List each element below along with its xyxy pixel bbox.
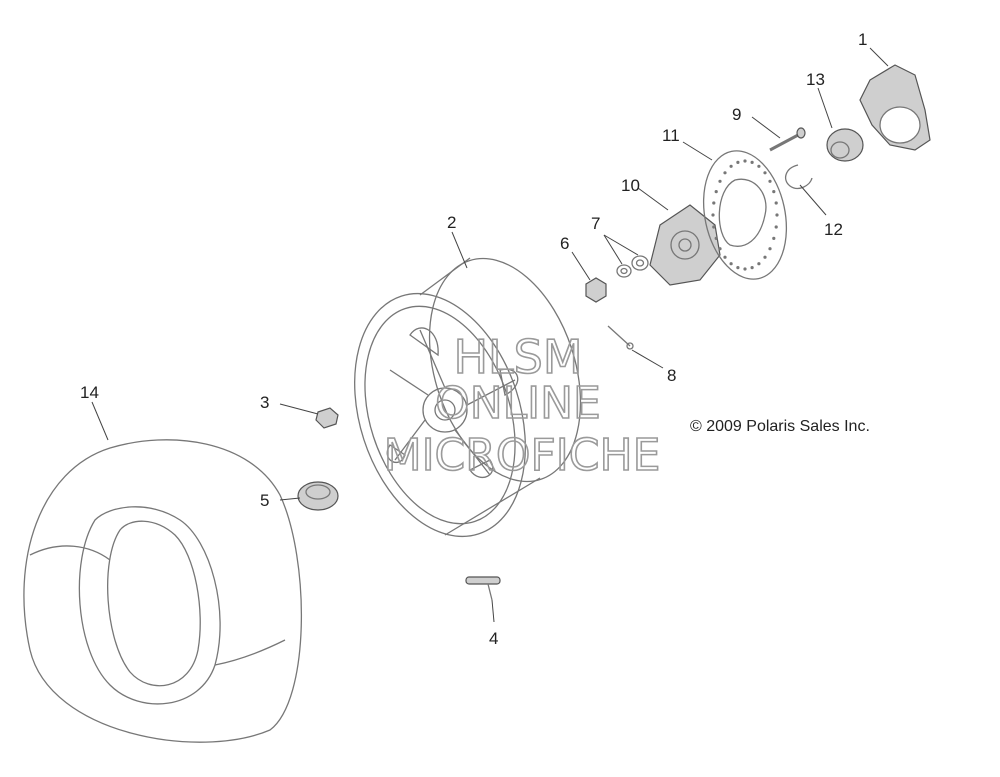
callout-13: 13 <box>806 70 825 89</box>
disc-hole <box>772 236 776 240</box>
disc-hole <box>723 171 727 175</box>
part-lug-nut <box>315 407 339 429</box>
disc-hole <box>763 255 767 259</box>
disc-hole <box>774 225 778 229</box>
part-hub <box>649 204 721 286</box>
part-cotter-pin <box>607 325 634 350</box>
disc-hole <box>736 160 740 164</box>
part-tire <box>23 439 303 743</box>
disc-hole <box>718 247 722 251</box>
callout-9: 9 <box>732 105 741 124</box>
callout-labels: 1 2 3 4 5 6 7 8 9 10 11 12 13 14 <box>80 30 867 648</box>
callout-8: 8 <box>667 366 676 385</box>
watermark-line2: ONLINE <box>435 378 601 429</box>
disc-hole <box>750 266 754 270</box>
disc-hole <box>743 267 747 271</box>
disc-hole <box>775 213 779 217</box>
part-washers <box>616 255 649 278</box>
part-bolt <box>465 576 501 601</box>
watermark: HLSM ONLINE MICROFICHE <box>383 329 661 482</box>
callout-5: 5 <box>260 491 269 510</box>
disc-hole <box>711 213 715 217</box>
disc-hole <box>729 262 733 266</box>
callout-7: 7 <box>591 214 600 233</box>
disc-hole <box>763 171 767 175</box>
callout-10: 10 <box>621 176 640 195</box>
disc-hole <box>723 255 727 259</box>
disc-hole <box>750 160 754 164</box>
brake-disc-holes <box>711 159 779 271</box>
part-castle-nut <box>585 277 607 303</box>
part-snap-ring <box>784 164 813 190</box>
disc-hole <box>757 262 761 266</box>
callout-1: 1 <box>858 30 867 49</box>
disc-hole <box>714 190 718 194</box>
part-stud-bolt <box>769 127 806 152</box>
watermark-line3: MICROFICHE <box>384 430 661 481</box>
disc-hole <box>714 236 718 240</box>
part-brake-disc <box>702 150 788 280</box>
callout-12: 12 <box>824 220 843 239</box>
disc-hole <box>718 179 722 183</box>
part-wheel-rim <box>354 257 582 538</box>
disc-hole <box>736 266 740 270</box>
disc-hole <box>712 225 716 229</box>
callout-4: 4 <box>489 629 498 648</box>
part-knuckle <box>859 64 931 151</box>
disc-hole <box>743 159 747 163</box>
callout-2: 2 <box>447 213 456 232</box>
disc-hole <box>772 190 776 194</box>
disc-hole <box>729 164 733 168</box>
part-bearing <box>826 128 864 162</box>
disc-hole <box>768 247 772 251</box>
leader-lines <box>91 47 889 623</box>
disc-hole <box>768 179 772 183</box>
watermark-line1: HLSM <box>453 330 582 384</box>
copyright-notice: © 2009 Polaris Sales Inc. <box>690 418 870 435</box>
callout-3: 3 <box>260 393 269 412</box>
disc-hole <box>757 164 761 168</box>
disc-hole <box>774 201 778 205</box>
disc-hole <box>712 201 716 205</box>
part-center-cap <box>297 481 339 511</box>
callout-11: 11 <box>662 126 680 145</box>
callout-6: 6 <box>560 234 569 253</box>
callout-14: 14 <box>80 383 99 402</box>
